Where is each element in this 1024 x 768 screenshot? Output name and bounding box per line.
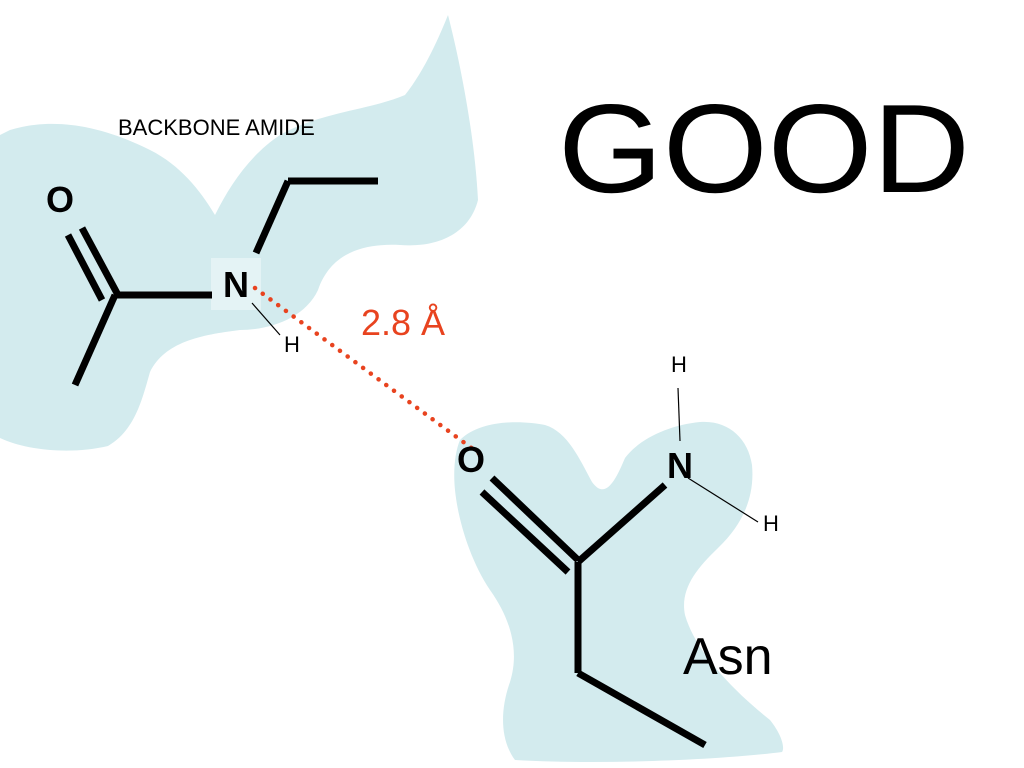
sidechain-hydrogen-right-label: H <box>763 511 779 536</box>
c-methyl-bond <box>71 293 119 387</box>
residue-label: Asn <box>683 628 773 686</box>
sc-n-h2-bond <box>687 477 759 523</box>
sidechain-bonds <box>479 475 707 749</box>
sidechain-nitrogen-label: N <box>667 445 693 486</box>
sidechain-hydrogen-top-label: H <box>671 352 687 377</box>
sc-carbonyl-double-bond-b <box>479 489 571 575</box>
hydrogen-bond-line <box>252 285 488 461</box>
n-highlight <box>211 258 261 310</box>
backbone-amide-label: BACKBONE AMIDE <box>118 115 315 140</box>
backbone-bonds <box>64 177 378 387</box>
sidechain-blob <box>454 421 784 763</box>
backbone-blob <box>0 15 478 451</box>
sc-chain-terminal-bond <box>576 669 707 749</box>
backbone-hydrogen-label: H <box>284 332 300 357</box>
distance-label: 2.8 Å <box>361 302 445 343</box>
sc-carbonyl-double-bond-a <box>489 475 581 563</box>
backbone-nitrogen-label: N <box>223 264 249 305</box>
n-h-bond <box>251 302 281 336</box>
carbonyl-double-bond-a <box>78 226 122 297</box>
sidechain-oxygen-label: O <box>457 439 485 480</box>
carbonyl-double-bond-b <box>64 233 106 302</box>
backbone-oxygen-label: O <box>46 179 74 220</box>
sc-c-n-bond <box>575 482 668 565</box>
slide-title: GOOD <box>558 78 970 219</box>
n-ethyl-bond <box>252 179 292 255</box>
sc-n-h1-bond <box>677 387 681 442</box>
